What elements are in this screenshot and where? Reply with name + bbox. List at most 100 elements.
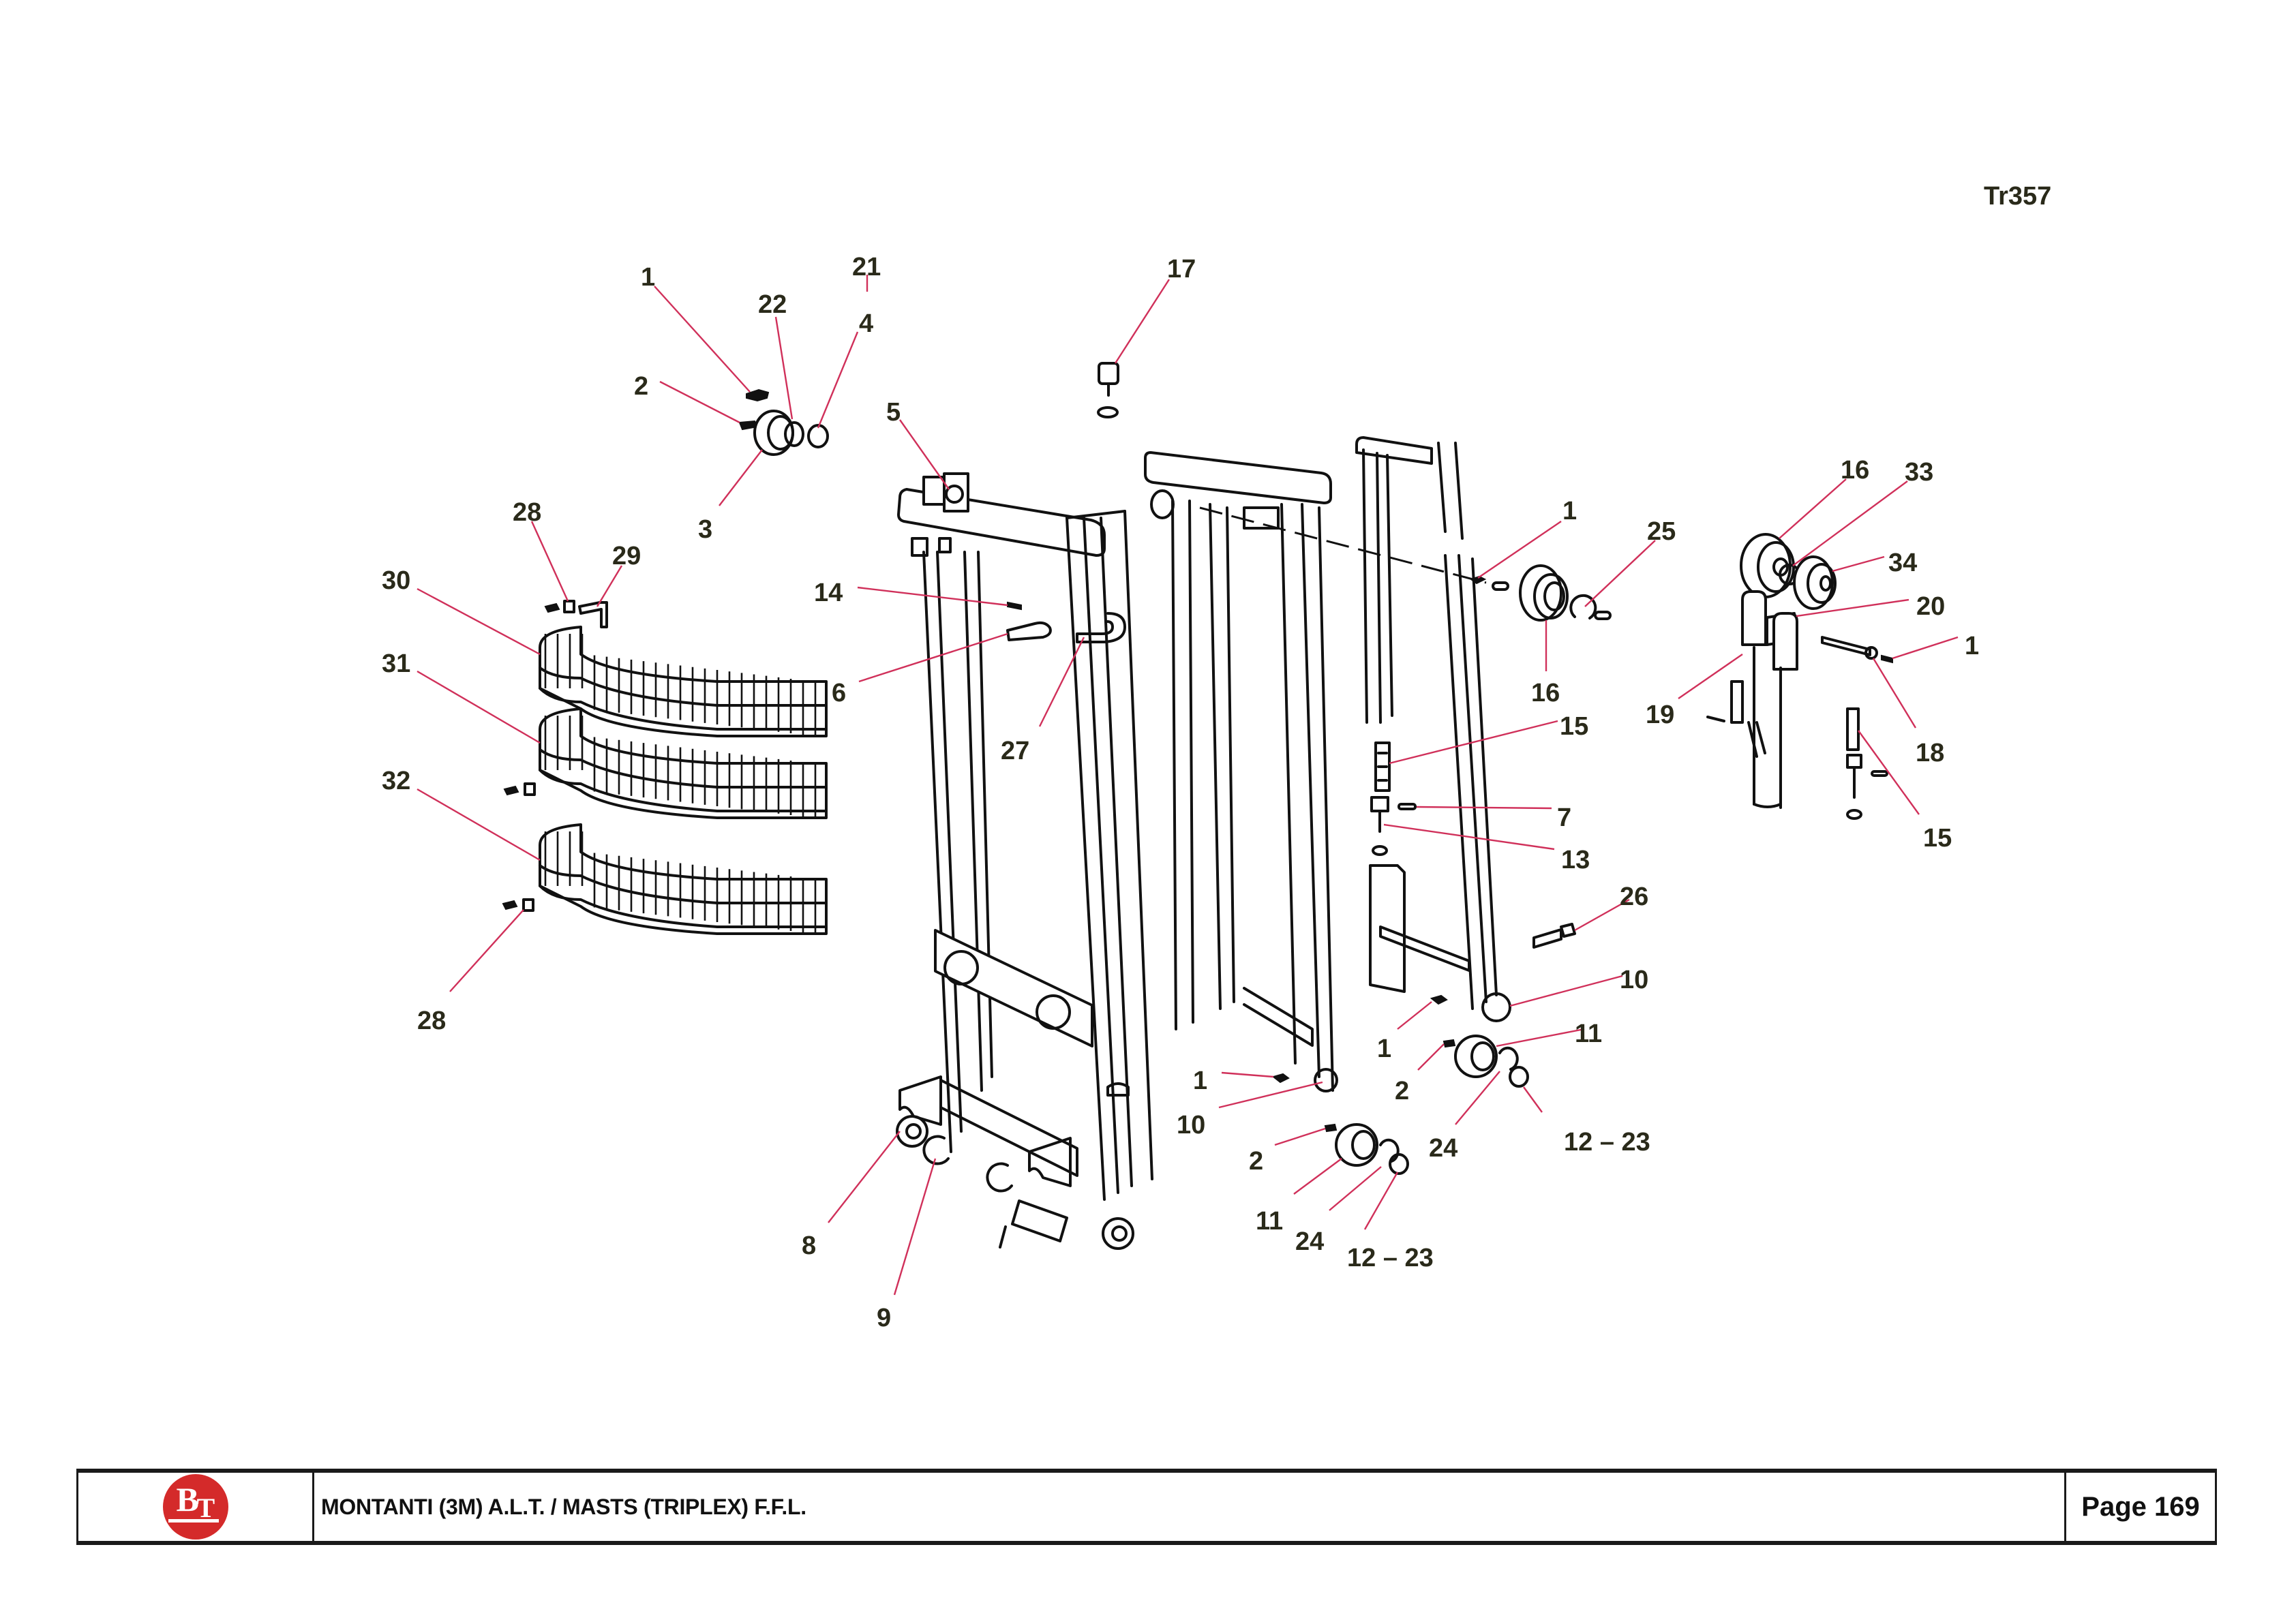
leader-line-c31 [417, 670, 541, 744]
callout-labels: 1222142317528293031322814627891251615713… [382, 253, 1979, 1332]
leader-line-c1b [1477, 521, 1562, 579]
callout-label-c8: 8 [802, 1231, 816, 1260]
leader-line-c22 [774, 316, 794, 420]
leader-line-c9 [893, 1158, 937, 1296]
callout-label-c1a: 1 [641, 263, 655, 292]
callout-label-c18: 18 [1916, 739, 1944, 767]
leader-line-c1223a [1523, 1086, 1543, 1113]
callout-label-c13: 13 [1561, 846, 1590, 874]
callout-label-c1223a: 12 – 23 [1564, 1128, 1650, 1157]
chain-anchor-parts [1370, 741, 1417, 856]
leader-line-c16b [1779, 478, 1847, 539]
callout-label-c1e: 1 [1965, 632, 1979, 660]
callout-label-c10a: 10 [1620, 966, 1648, 994]
leader-line-c24b [1329, 1166, 1382, 1211]
leader-line-c11a [1496, 1028, 1585, 1047]
leader-line-c15b [1858, 730, 1920, 815]
leader-line-c28a [530, 521, 569, 602]
callout-label-c33: 33 [1905, 458, 1933, 487]
leader-line-c1e [1892, 636, 1959, 660]
callout-label-c27: 27 [1001, 737, 1029, 765]
callout-label-c5: 5 [886, 398, 901, 427]
leader-line-c32 [417, 788, 541, 861]
bt-logo-icon: B T [162, 1474, 228, 1540]
leader-line-c1c [1397, 1001, 1432, 1030]
leader-line-c3 [719, 449, 763, 506]
leader-line-c5 [899, 419, 950, 490]
leader-line-c29 [596, 565, 623, 607]
leader-line-c11b [1293, 1158, 1342, 1195]
inner-mast-base-rollers [1430, 994, 1529, 1088]
top-cap-part [1097, 362, 1119, 418]
leader-line-c14 [857, 586, 1008, 607]
callout-label-c10b: 10 [1177, 1111, 1205, 1139]
middle-mast [1144, 451, 1338, 1092]
reference-code: Tr357 [1984, 182, 2051, 211]
leader-line-c1223b [1363, 1172, 1399, 1230]
leader-line-c2b [1417, 1043, 1445, 1071]
leader-line-c15a [1389, 720, 1558, 765]
callout-label-c7: 7 [1557, 804, 1571, 832]
line-art [502, 362, 1893, 1250]
leader-line-c30 [417, 587, 541, 656]
callout-label-c24b: 24 [1295, 1227, 1324, 1256]
leader-line-c27 [1038, 637, 1085, 727]
callout-label-c1b: 1 [1562, 497, 1577, 525]
leader-line-c20 [1796, 598, 1909, 617]
callout-label-c15a: 15 [1560, 712, 1588, 741]
bolt-26 [1532, 923, 1576, 949]
leader-line-c4 [817, 331, 859, 429]
leader-line-c2a [659, 380, 740, 424]
middle-mast-base-rollers [1271, 1073, 1409, 1175]
inner-mast [1355, 436, 1511, 1022]
logo-underline [168, 1519, 219, 1522]
leader-line-c25 [1584, 540, 1656, 607]
callout-label-c21: 21 [852, 253, 881, 281]
leader-line-c10a [1509, 975, 1623, 1007]
callout-label-c16b: 16 [1841, 456, 1869, 485]
leader-line-c1d [1221, 1071, 1274, 1078]
callout-label-c24a: 24 [1429, 1134, 1457, 1163]
leader-line-c28b [449, 909, 524, 992]
callout-label-c1223b: 12 – 23 [1347, 1244, 1434, 1272]
logo-letter-b: B [176, 1480, 199, 1518]
alignment-line [1199, 506, 1487, 584]
leader-line-c13 [1383, 823, 1555, 851]
callout-label-c34: 34 [1888, 549, 1917, 577]
leader-line-c6 [858, 632, 1008, 683]
callout-label-c28b: 28 [417, 1007, 446, 1035]
leader-line-c19 [1678, 654, 1743, 699]
inner-mast-pulley-parts [1469, 564, 1612, 622]
callout-label-c14: 14 [814, 579, 843, 607]
callout-label-c16a: 16 [1531, 679, 1560, 707]
callout-label-c9: 9 [877, 1304, 891, 1332]
callout-label-c2b: 2 [1395, 1077, 1409, 1105]
callout-label-c30: 30 [382, 566, 410, 595]
leader-line-c34 [1832, 555, 1885, 572]
mesh-guard-panels [502, 600, 828, 935]
callout-label-c2a: 2 [634, 372, 648, 401]
callout-label-c20: 20 [1916, 592, 1945, 621]
logo-cell: B T [78, 1473, 314, 1541]
outer-mast [896, 472, 1153, 1250]
callout-label-c11b: 11 [1256, 1207, 1283, 1236]
leader-line-c7 [1416, 806, 1552, 810]
leader-line-c26 [1574, 898, 1630, 932]
callout-label-c2c: 2 [1249, 1147, 1263, 1176]
callout-label-c6: 6 [832, 679, 846, 707]
callout-label-c1c: 1 [1377, 1035, 1391, 1063]
callout-label-c1d: 1 [1193, 1067, 1207, 1095]
callout-label-c11a: 11 [1575, 1020, 1602, 1048]
page-number: Page 169 [2064, 1473, 2215, 1541]
leader-line-c1a [654, 286, 751, 393]
leader-line-c17 [1114, 279, 1170, 364]
callout-label-c19: 19 [1646, 701, 1674, 729]
callout-label-c17: 17 [1167, 255, 1196, 284]
leader-line-c8 [828, 1131, 901, 1223]
leader-line-c10b [1218, 1081, 1323, 1109]
footer-title-block: B T MONTANTI (3M) A.L.T. / MASTS (TRIPLE… [76, 1469, 2217, 1545]
leader-line-c24a [1455, 1071, 1500, 1125]
callout-label-c26: 26 [1620, 883, 1648, 911]
leader-line-c33 [1792, 480, 1908, 566]
